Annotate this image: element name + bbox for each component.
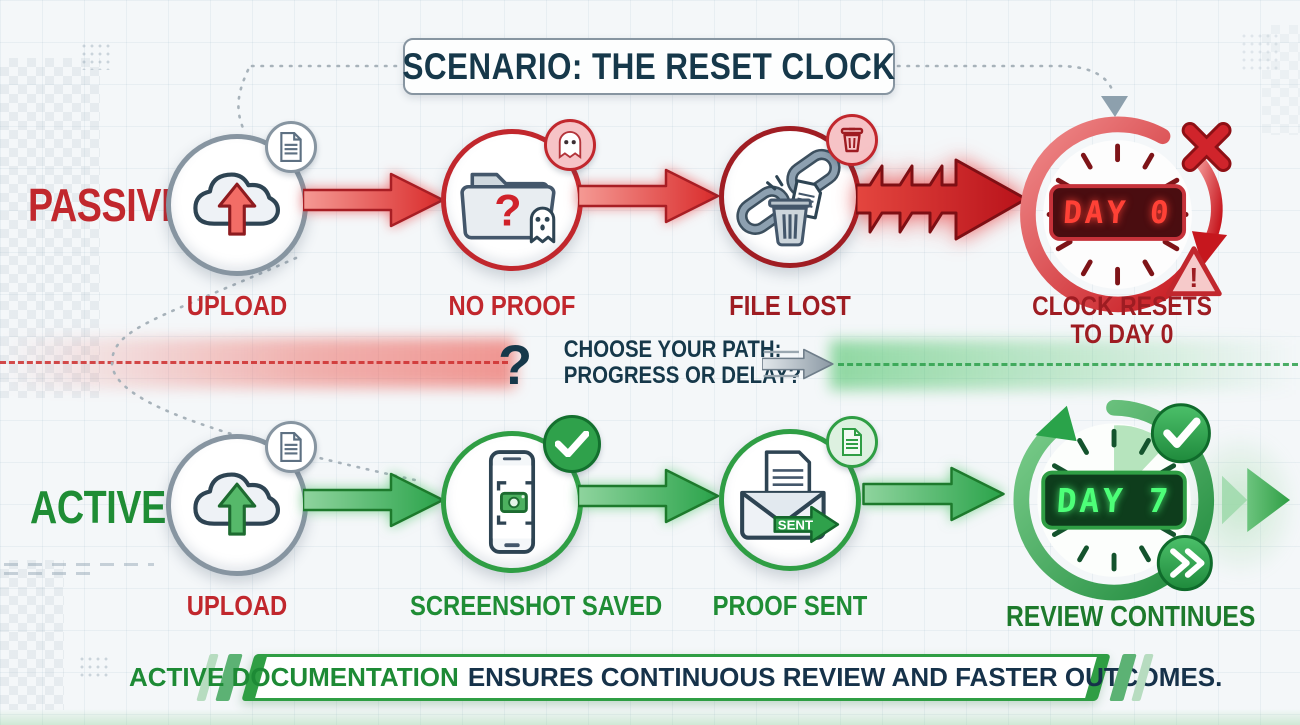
clock-caption-line: REVIEW CONTINUES <box>1006 601 1256 633</box>
svg-text:!: ! <box>1189 262 1198 293</box>
arrowhead <box>1035 405 1077 442</box>
active-clock-caption: REVIEW CONTINUES <box>985 601 1265 633</box>
clock-caption-line1: CLOCK RESETS <box>1032 291 1212 321</box>
passive-clock-caption: CLOCK RESETS TO DAY 0 <box>1002 292 1242 348</box>
bottom-green-glow <box>0 709 1300 725</box>
envelope-sent-icon: SENT <box>740 450 840 544</box>
broken-link-icon <box>736 148 841 247</box>
red-arrow-icon <box>578 168 720 224</box>
banner-rest: ENSURES CONTINUOUS REVIEW AND FASTER OUT… <box>468 662 1223 692</box>
day-0-display: DAY 0 <box>1062 194 1173 231</box>
passive-step3-label: FILE LOST <box>729 290 851 321</box>
page-title: SCENARIO: THE RESET CLOCK <box>402 45 896 87</box>
dot-decoration <box>1240 32 1280 72</box>
dotted-line-title-to-upload <box>237 68 250 130</box>
check-badge-icon <box>543 415 601 473</box>
screenshot-frame <box>496 481 535 525</box>
double-chevron-icon <box>1222 467 1290 533</box>
gray-arrowhead-down <box>1101 96 1128 117</box>
dotted-line-title-right <box>896 64 1115 94</box>
question-mark-icon: ? <box>498 333 533 396</box>
day-7-display: DAY 7 <box>1055 481 1173 520</box>
cloud-upload-icon <box>193 172 280 236</box>
digital-panel <box>1041 470 1187 530</box>
svg-text:SENT: SENT <box>778 518 813 533</box>
digital-panel <box>1049 184 1187 241</box>
sent-arrow: SENT <box>773 505 840 544</box>
folder-question-icon: ? <box>460 172 556 244</box>
reset-clock-icon: ! <box>1020 116 1232 313</box>
jagged-red-arrow-icon <box>856 158 1028 241</box>
bottom-banner: ACTIVE DOCUMENTATION ENSURES CONTINUOUS R… <box>129 654 1223 701</box>
active-row-label: ACTIVE <box>30 481 166 533</box>
dash-decoration <box>4 572 100 575</box>
green-arrow-icon <box>862 466 1005 522</box>
pixel-decoration <box>0 560 64 710</box>
gray-arrow-icon <box>762 348 834 380</box>
pixel-decoration <box>1262 25 1300 135</box>
document-badge-icon <box>265 421 317 473</box>
progress-clock-icon <box>1013 399 1215 601</box>
dot-decoration <box>78 655 110 681</box>
curved-down-arrow <box>1194 156 1223 247</box>
choose-path-line2: PROGRESS OR DELAY? <box>563 362 802 389</box>
active-step1-label: UPLOAD <box>186 590 288 621</box>
trash-badge-icon <box>826 114 878 166</box>
ghost-icon <box>529 206 556 244</box>
passive-step2-label: NO PROOF <box>448 290 576 321</box>
active-step2-label: SCREENSHOT SAVED <box>410 590 663 621</box>
ghost-badge-icon <box>544 119 596 171</box>
active-step3-label: PROOF SENT <box>712 590 868 621</box>
passive-step1-label: UPLOAD <box>186 290 288 321</box>
cloud-upload-icon <box>193 472 280 536</box>
x-mark-icon <box>1181 122 1232 172</box>
green-arrow-icon <box>578 468 720 524</box>
check-badge-icon <box>1150 403 1211 464</box>
phone-screenshot-icon <box>488 450 536 554</box>
passive-row-label: PASSIVE <box>28 179 186 231</box>
choose-path-text: CHOOSE YOUR PATH: PROGRESS OR DELAY? <box>548 336 802 389</box>
warning-triangle-icon: ! <box>1165 246 1222 297</box>
red-dashed-line <box>0 361 508 364</box>
red-arrow-icon <box>303 172 445 228</box>
green-arrow-icon <box>303 472 445 528</box>
document-badge-icon <box>265 121 317 173</box>
svg-text:?: ? <box>494 185 521 235</box>
fast-forward-icon <box>1156 535 1213 592</box>
document-badge-icon <box>826 416 878 468</box>
dot-decoration <box>80 42 114 70</box>
title-box: SCENARIO: THE RESET CLOCK <box>403 38 895 95</box>
green-dashed-line <box>838 363 1298 366</box>
circular-arrow <box>1020 116 1204 313</box>
banner-highlight: ACTIVE DOCUMENTATION <box>129 662 460 692</box>
choose-path-line1: CHOOSE YOUR PATH: <box>563 336 782 363</box>
active-proof-sent-node: SENT <box>719 429 861 571</box>
dash-decoration <box>4 563 154 566</box>
trash-icon <box>768 198 812 247</box>
banner-text: ACTIVE DOCUMENTATION ENSURES CONTINUOUS R… <box>129 662 1222 693</box>
clock-caption-line2: TO DAY 0 <box>1070 319 1174 349</box>
